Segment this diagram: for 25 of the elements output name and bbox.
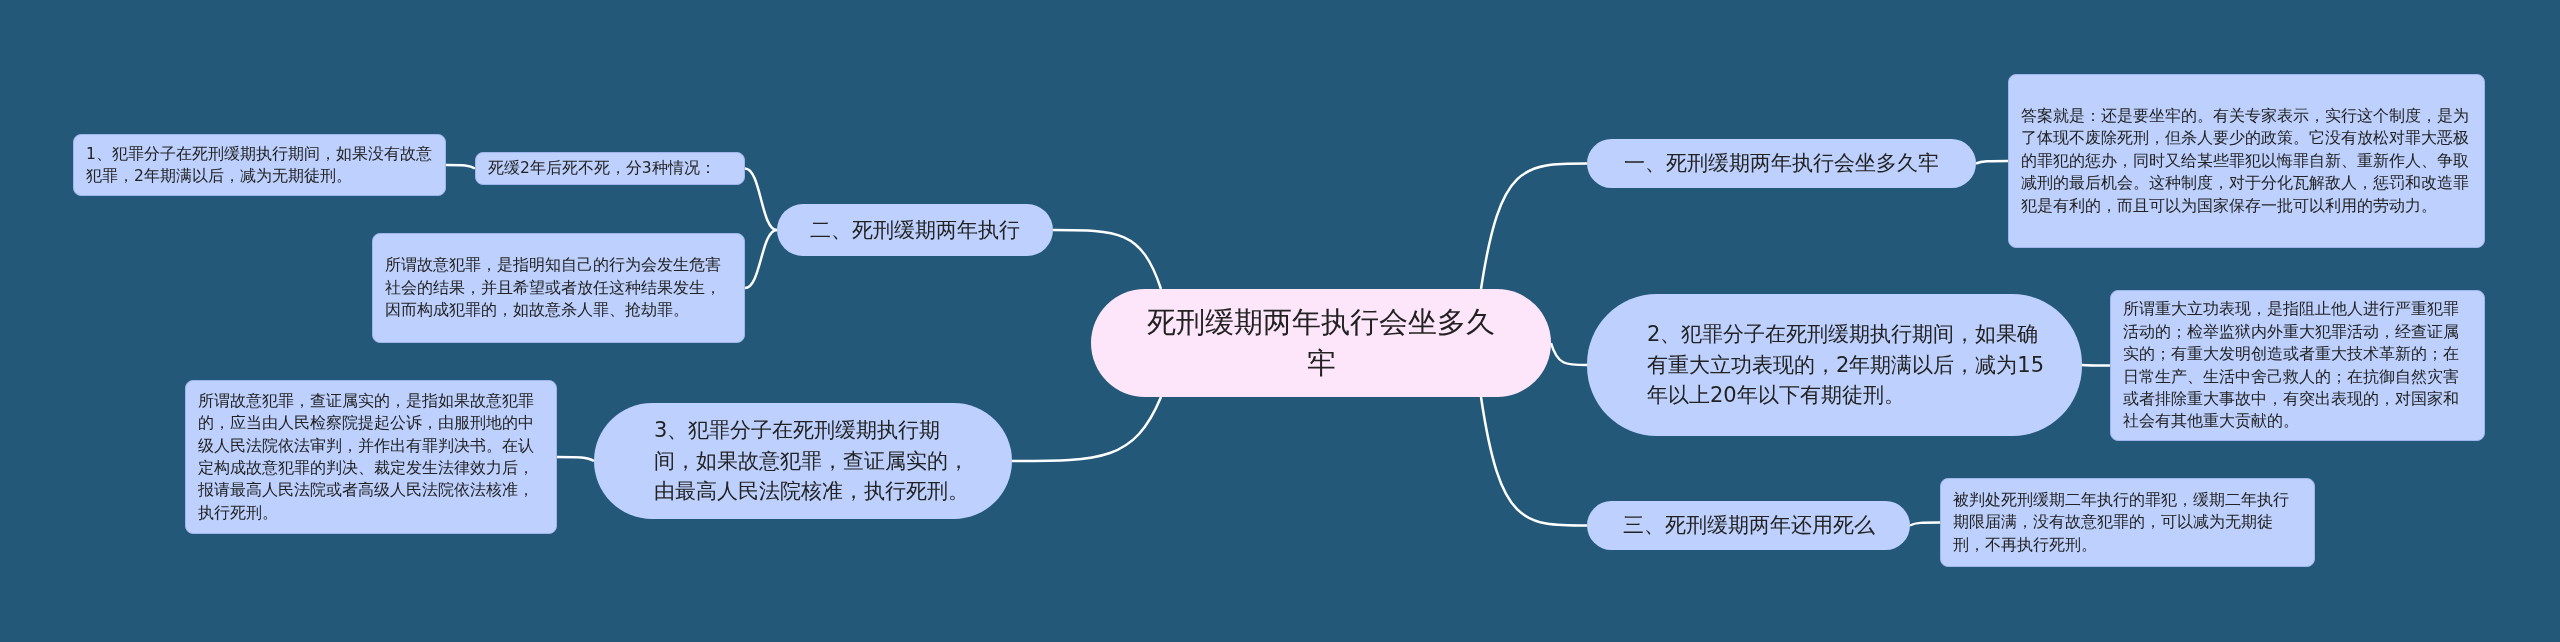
- note-box: 答案就是：还是要坐牢的。有关专家表示，实行这个制度，是为了体现不废除死刑，但杀人要少的政策。它没有放松对罪大恶极的罪犯的惩办，同时又给某些罪犯以悔罪自新、重新作人、争取减刑的最后机会。这种制度，对于分化瓦解敌人，惩罚和改造罪犯是有利的，而且可以为国家保存一批可以利用的劳动力。: [2008, 74, 2485, 248]
- topic-box: 三、死刑缓期两年还用死么: [1587, 501, 1910, 550]
- note-box: 所谓故意犯罪，查证属实的，是指如果故意犯罪的，应当由人民检察院提起公诉，由服刑地的中级人民法院依法审判，并作出有罪判决书。在认定构成故意犯罪的判决、裁定发生法律效力后，报请最高人民法院或者高级人民法院依法核准，执行死刑。: [185, 380, 557, 534]
- connector-line: [744, 167, 778, 232]
- connector-line: [2081, 363, 2110, 367]
- topic-box: 3、犯罪分子在死刑缓期执行期间，如果故意犯罪，查证属实的，由最高人民法院核准，执行死刑。: [594, 403, 1012, 519]
- connector-line: [1975, 159, 2008, 165]
- connector-line: [744, 228, 778, 290]
- note-box: 死缓2年后死不死，分3种情况：: [475, 152, 745, 185]
- connector-line: [1479, 396, 1587, 527]
- connector-line: [557, 455, 595, 463]
- connector-line: [1479, 162, 1587, 290]
- connector-line: [1549, 342, 1587, 367]
- note-box: 1、犯罪分子在死刑缓期执行期间，如果没有故意犯罪，2年期满以后，减为无期徒刑。: [73, 134, 446, 196]
- connector-line: [446, 163, 476, 170]
- connector-line: [1012, 396, 1163, 463]
- connector-line: [1053, 228, 1163, 290]
- central-topic: 死刑缓期两年执行会坐多久牢: [1091, 289, 1551, 397]
- note-box: 所谓故意犯罪，是指明知自己的行为会发生危害社会的结果，并且希望或者放任这种结果发生，因而构成犯罪的，如故意杀人罪、抢劫罪。: [372, 233, 745, 343]
- note-box: 所谓重大立功表现，是指阻止他人进行严重犯罪活动的；检举监狱内外重大犯罪活动，经查证属实的；有重大发明创造或者重大技术革新的；在日常生产、生活中舍己救人的；在抗御自然灾害或者排除重大事故中，有突出表现的，对国家和社会有其他重大贡献的。: [2110, 290, 2485, 441]
- topic-box: 二、死刑缓期两年执行: [777, 204, 1053, 256]
- topic-box: 一、死刑缓期两年执行会坐多久牢: [1587, 139, 1976, 188]
- topic-box: 2、犯罪分子在死刑缓期执行期间，如果确有重大立功表现的，2年期满以后，减为15年以上20年以下有期徒刑。: [1587, 294, 2082, 436]
- connector-line: [1909, 521, 1940, 527]
- note-box: 被判处死刑缓期二年执行的罪犯，缓期二年执行期限届满，没有故意犯罪的，可以减为无期徒刑，不再执行死刑。: [1940, 478, 2315, 567]
